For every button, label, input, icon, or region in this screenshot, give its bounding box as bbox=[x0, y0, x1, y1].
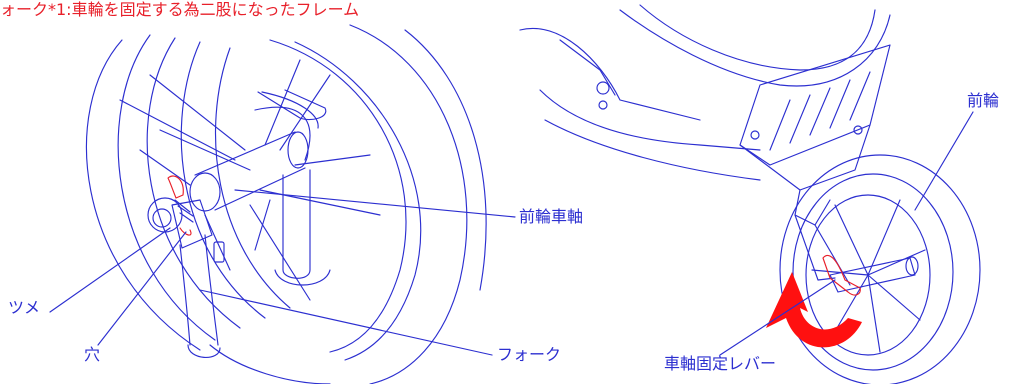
stand-base bbox=[274, 269, 331, 286]
leader-front-wheel bbox=[914, 111, 974, 211]
footrest-rib bbox=[769, 99, 791, 151]
left-tire bbox=[85, 24, 487, 385]
left-hub bbox=[189, 91, 319, 212]
tire-arc-2 bbox=[117, 34, 216, 341]
rim-right-arc-2 bbox=[294, 41, 422, 361]
tire-arc-4 bbox=[180, 41, 266, 319]
hub-far-cap bbox=[287, 131, 309, 169]
rotation-arrow-icon bbox=[766, 272, 862, 348]
quick-release-tab bbox=[167, 175, 184, 199]
left-illustration bbox=[49, 24, 516, 385]
fork-blade-right bbox=[814, 224, 851, 286]
wheel-spoke bbox=[867, 274, 881, 353]
tire-arc-3 bbox=[146, 37, 241, 329]
axle-lever-highlight bbox=[822, 254, 861, 296]
fork-dropout bbox=[171, 199, 213, 249]
frame-seat bbox=[619, 9, 891, 87]
leader-front-axle bbox=[234, 189, 516, 218]
wheel-axle bbox=[829, 257, 916, 293]
label-front-wheel: 前輪 bbox=[967, 91, 1000, 110]
spoke bbox=[159, 129, 251, 171]
tire-far-right-2 bbox=[404, 29, 487, 291]
footrest-rib bbox=[809, 87, 831, 136]
wheel-spoke bbox=[867, 274, 921, 321]
spoke bbox=[264, 59, 301, 146]
nut-inner bbox=[152, 208, 172, 228]
footrest bbox=[739, 44, 891, 191]
left-fork bbox=[171, 89, 331, 358]
label-fork: フォーク bbox=[497, 345, 562, 364]
leader-axle-lever bbox=[719, 279, 836, 356]
label-axle-lever: 車軸固定レバー bbox=[664, 354, 777, 373]
crown-top bbox=[257, 89, 327, 121]
frame-body bbox=[539, 89, 761, 151]
tire-outer-arc bbox=[85, 39, 201, 351]
fork-rear-post bbox=[282, 169, 311, 279]
caption: ォーク*1:車輪を固定する為二股になったフレーム bbox=[0, 0, 360, 19]
tire-inner-arc bbox=[214, 47, 291, 309]
label-front-axle: 前輪車軸 bbox=[519, 207, 584, 226]
fork-leg-right bbox=[204, 234, 219, 346]
wheel-tire-inner bbox=[792, 173, 954, 371]
hub-cylinder-top bbox=[194, 131, 296, 176]
stand-peg bbox=[213, 241, 225, 263]
footrest-bolt bbox=[750, 130, 760, 140]
hole-marker bbox=[179, 227, 192, 236]
right-illustration bbox=[519, 4, 981, 386]
frame-bolt bbox=[598, 100, 608, 110]
hub-cylinder-bottom bbox=[214, 167, 306, 211]
wheel-spoke bbox=[867, 199, 901, 276]
fork-blade-left bbox=[794, 214, 836, 281]
hub-flange bbox=[261, 91, 319, 129]
fork-leg-left bbox=[179, 244, 191, 346]
footrest-rib bbox=[849, 71, 871, 121]
wheel-rim bbox=[805, 194, 931, 356]
spoke bbox=[249, 204, 311, 301]
footrest-outline bbox=[739, 44, 891, 166]
tire-far-right bbox=[349, 24, 468, 385]
fork-tip bbox=[187, 344, 221, 358]
spoke bbox=[139, 149, 191, 186]
footrest-bolt bbox=[853, 125, 863, 135]
footrest-base bbox=[739, 124, 871, 191]
right-leaders bbox=[719, 111, 974, 356]
spoke bbox=[294, 154, 371, 166]
rim-right-arc bbox=[269, 39, 407, 353]
nut-knurl bbox=[174, 199, 194, 223]
left-spokes bbox=[119, 59, 381, 301]
footrest-rib bbox=[829, 79, 851, 129]
hub-body bbox=[254, 106, 311, 161]
label-hole: 穴 bbox=[84, 345, 101, 364]
tire-bottom bbox=[209, 344, 331, 385]
frame-body-lower bbox=[544, 119, 761, 181]
front-wheel bbox=[779, 154, 981, 386]
spoke bbox=[279, 74, 331, 151]
leader-hole bbox=[97, 231, 187, 346]
hub-end-cap bbox=[189, 172, 221, 212]
label-tab: ツメ bbox=[8, 298, 41, 317]
leader-fork bbox=[199, 289, 493, 356]
spoke bbox=[254, 199, 271, 251]
left-leaders bbox=[49, 189, 516, 356]
frame-upper bbox=[519, 27, 701, 121]
spoke bbox=[149, 74, 246, 151]
frame-bolt bbox=[596, 81, 610, 95]
wheel-spoke bbox=[834, 204, 869, 276]
spoke bbox=[119, 99, 236, 161]
leader-tab bbox=[49, 227, 171, 313]
wheel-axle-cap bbox=[905, 256, 919, 276]
wheel-spoke bbox=[867, 249, 926, 276]
frame-seat-2 bbox=[639, 4, 876, 71]
axle-nut bbox=[147, 197, 194, 233]
stroller-frame bbox=[519, 4, 891, 181]
frame-post bbox=[559, 39, 616, 96]
footrest-rib bbox=[789, 94, 811, 144]
